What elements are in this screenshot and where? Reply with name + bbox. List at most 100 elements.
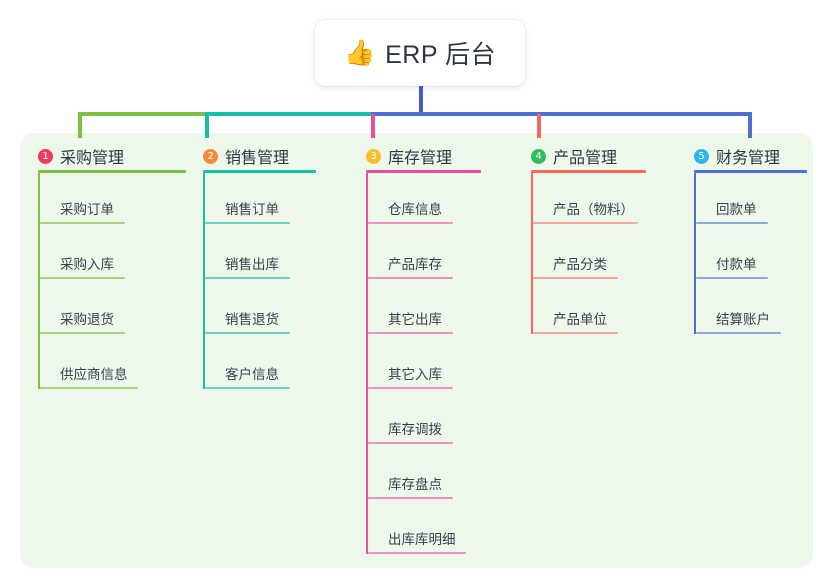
connector-drop-3 — [371, 114, 375, 138]
column-number-badge: 4 — [531, 148, 546, 164]
leaf-item-label: 付款单 — [716, 257, 757, 272]
leaf-item-rule — [205, 332, 290, 334]
column-items: 产品（物料） 产品分类产品单位 — [531, 173, 646, 338]
leaf-item[interactable]: 出库库明细 — [366, 503, 481, 558]
leaf-item[interactable]: 结算账户 — [694, 283, 807, 338]
leaf-item-label: 回款单 — [716, 202, 757, 217]
leaf-item-label: 销售出库 — [225, 257, 279, 272]
leaf-item-label: 结算账户 — [716, 312, 770, 327]
leaf-item-rule — [368, 387, 453, 389]
column-header-rule — [694, 170, 807, 173]
leaf-item[interactable]: 采购入库 — [38, 228, 186, 283]
leaf-item[interactable]: 销售退货 — [203, 283, 316, 338]
leaf-item[interactable]: 产品库存 — [366, 228, 481, 283]
connector-drop-5 — [748, 114, 752, 138]
leaf-item[interactable]: 产品分类 — [531, 228, 646, 283]
leaf-item-label: 客户信息 — [225, 367, 279, 382]
leaf-item-rule — [40, 277, 125, 279]
leaf-item[interactable]: 库存盘点 — [366, 448, 481, 503]
leaf-item-label: 采购入库 — [60, 257, 114, 272]
leaf-item[interactable]: 库存调拨 — [366, 393, 481, 448]
leaf-item-rule — [533, 222, 638, 224]
leaf-item-rule — [696, 332, 781, 334]
column-spine — [203, 173, 205, 389]
connector-drop-2 — [205, 114, 209, 138]
column-spine — [694, 173, 696, 334]
leaf-item-rule — [696, 277, 768, 279]
leaf-item[interactable]: 供应商信息 — [38, 338, 186, 393]
column-items: 采购订单采购入库采购退货供应商信息 — [38, 173, 186, 393]
leaf-item[interactable]: 销售出库 — [203, 228, 316, 283]
root-node-erp-backend[interactable]: 👍 ERP 后台 — [315, 20, 525, 86]
leaf-item-label: 其它出库 — [388, 312, 442, 327]
leaf-item-rule — [205, 222, 290, 224]
connector-drop-4 — [537, 114, 541, 138]
root-node-label: ERP 后台 — [385, 41, 497, 69]
leaf-item-rule — [368, 497, 453, 499]
leaf-item[interactable]: 销售订单 — [203, 173, 316, 228]
column-header-2[interactable]: 2 销售管理 — [203, 145, 316, 167]
leaf-item-label: 销售订单 — [225, 202, 279, 217]
leaf-item[interactable]: 产品（物料） — [531, 173, 646, 228]
leaf-item-label: 仓库信息 — [388, 202, 442, 217]
leaf-item-label: 产品（物料） — [553, 202, 634, 217]
leaf-item-rule — [368, 277, 453, 279]
leaf-item[interactable]: 其它入库 — [366, 338, 481, 393]
leaf-item[interactable]: 仓库信息 — [366, 173, 481, 228]
column-number-badge: 3 — [366, 148, 381, 164]
connector-drop-1 — [78, 114, 82, 138]
leaf-item-label: 采购订单 — [60, 202, 114, 217]
leaf-item[interactable]: 采购订单 — [38, 173, 186, 228]
column-spine — [366, 173, 368, 554]
leaf-item-rule — [533, 332, 618, 334]
column-header-rule — [366, 170, 481, 173]
leaf-item-rule — [368, 442, 453, 444]
column-number-badge: 1 — [38, 148, 53, 164]
leaf-item[interactable]: 其它出库 — [366, 283, 481, 338]
leaf-item-rule — [40, 222, 125, 224]
column-title: 销售管理 — [225, 150, 290, 167]
leaf-item-label: 出库库明细 — [388, 532, 456, 547]
leaf-item[interactable]: 回款单 — [694, 173, 807, 228]
leaf-item[interactable]: 产品单位 — [531, 283, 646, 338]
leaf-item-label: 库存调拨 — [388, 422, 442, 437]
leaf-item[interactable]: 客户信息 — [203, 338, 316, 393]
leaf-item-label: 库存盘点 — [388, 477, 442, 492]
column-items: 仓库信息产品库存其它出库其它入库库存调拨库存盘点出库库明细 — [366, 173, 481, 558]
connector-bus-segment-1 — [78, 112, 205, 116]
leaf-item-rule — [205, 387, 290, 389]
column-5: 5 财务管理回款单付款单结算账户 — [694, 145, 807, 338]
column-items: 销售订单销售出库销售退货客户信息 — [203, 173, 316, 393]
column-title: 财务管理 — [716, 150, 781, 167]
leaf-item-rule — [533, 277, 618, 279]
column-header-rule — [203, 170, 316, 173]
column-2: 2 销售管理销售订单销售出库销售退货客户信息 — [203, 145, 316, 393]
connector-bus-segment-3 — [371, 112, 752, 116]
leaf-item-rule — [368, 332, 453, 334]
leaf-item-label: 供应商信息 — [60, 367, 128, 382]
column-number-badge: 2 — [203, 148, 218, 164]
leaf-item-rule — [368, 222, 453, 224]
leaf-item-rule — [40, 332, 125, 334]
leaf-item-rule — [40, 387, 138, 389]
leaf-item-label: 产品单位 — [553, 312, 607, 327]
leaf-item[interactable]: 采购退货 — [38, 283, 186, 338]
connector-bus-segment-2 — [205, 112, 371, 116]
column-spine — [38, 173, 40, 389]
leaf-item-rule — [205, 277, 290, 279]
column-spine — [531, 173, 533, 334]
leaf-item[interactable]: 付款单 — [694, 228, 807, 283]
connector-stem — [419, 86, 423, 114]
column-header-rule — [531, 170, 646, 173]
column-header-rule — [38, 170, 186, 173]
column-number-badge: 5 — [694, 148, 709, 164]
leaf-item-label: 产品分类 — [553, 257, 607, 272]
column-header-5[interactable]: 5 财务管理 — [694, 145, 807, 167]
